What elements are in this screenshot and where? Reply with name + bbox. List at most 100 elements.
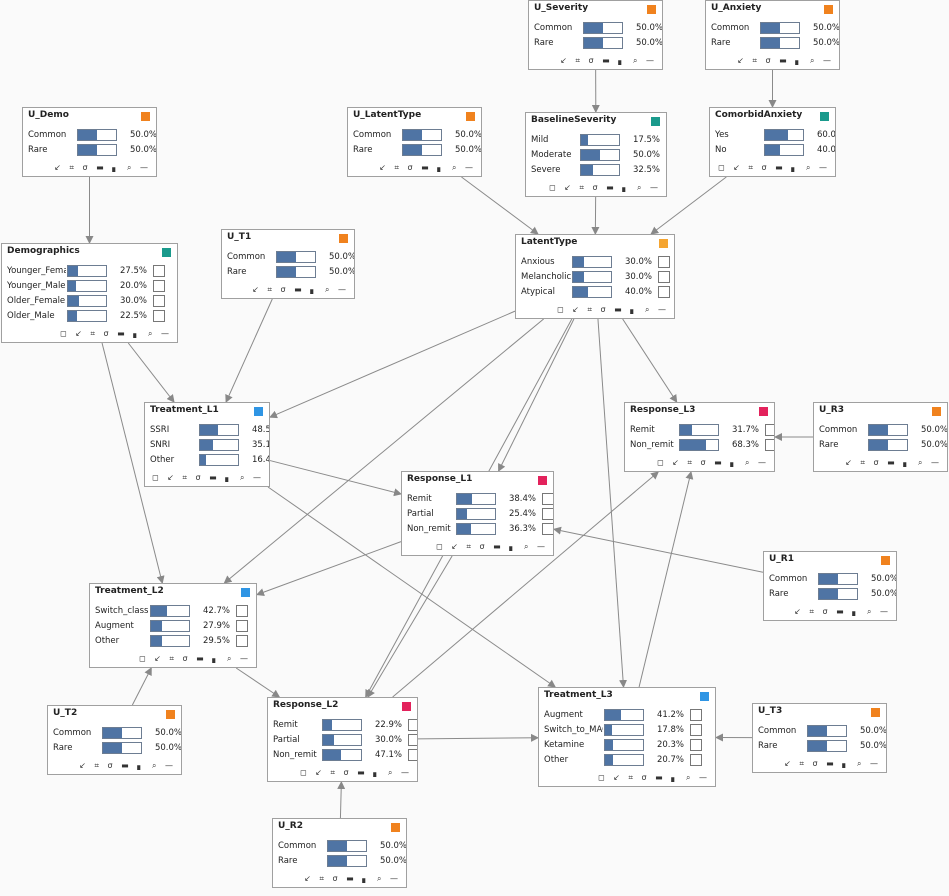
probability-bar-fill — [573, 287, 589, 297]
node-toolbar[interactable]: ◻ ↙ ⌗ σ ▬ ▖ ⌕ — — [557, 305, 669, 314]
node-toolbar[interactable]: ◻ ↙ ⌗ σ ▬ ▖ ⌕ — — [152, 473, 264, 482]
probability-bar — [604, 739, 644, 751]
node-toolbar[interactable]: ↙ ⌗ σ ▬ ▖ ⌕ — — [379, 163, 476, 172]
edge-u-r1-to-response-l1 — [553, 526, 764, 573]
node-toolbar[interactable]: ↙ ⌗ σ ▬ ▖ ⌕ — — [737, 56, 834, 65]
node-color-indicator — [651, 117, 660, 126]
node-toolbar[interactable]: ↙ ⌗ σ ▬ ▖ ⌕ — — [79, 761, 176, 770]
node-demographics[interactable]: DemographicsYounger_Female27.5%Younger_M… — [1, 243, 178, 343]
node-toolbar[interactable]: ◻ ↙ ⌗ σ ▬ ▖ ⌕ — — [718, 163, 830, 172]
state-percentage: 50.0% — [635, 38, 663, 48]
node-toolbar[interactable]: ↙ ⌗ σ ▬ ▖ ⌕ — — [794, 607, 891, 616]
evidence-checkbox[interactable] — [236, 620, 248, 632]
node-toolbar[interactable]: ↙ ⌗ σ ▬ ▖ ⌕ — — [560, 56, 657, 65]
state-percentage: 47.1% — [374, 750, 402, 760]
evidence-checkbox[interactable] — [690, 739, 702, 751]
state-label: Remit — [630, 425, 655, 435]
evidence-checkbox[interactable] — [690, 709, 702, 721]
node-toolbar[interactable]: ◻ ↙ ⌗ σ ▬ ▖ ⌕ — — [139, 654, 251, 663]
state-label: Partial — [407, 509, 434, 519]
probability-bar-fill — [68, 296, 80, 306]
node-toolbar[interactable]: ↙ ⌗ σ ▬ ▖ ⌕ — — [784, 759, 881, 768]
evidence-checkbox[interactable] — [666, 134, 667, 146]
evidence-checkbox[interactable] — [765, 424, 774, 436]
node-toolbar[interactable]: ◻ ↙ ⌗ σ ▬ ▖ ⌕ — — [549, 183, 661, 192]
state-percentage: 50.0% — [328, 252, 355, 262]
node-color-indicator — [339, 234, 348, 243]
evidence-checkbox[interactable] — [658, 286, 670, 298]
evidence-checkbox[interactable] — [153, 310, 165, 322]
node-title: LatentType — [521, 237, 578, 247]
evidence-checkbox[interactable] — [690, 754, 702, 766]
evidence-checkbox[interactable] — [542, 523, 553, 535]
probability-bar-fill — [200, 425, 219, 435]
evidence-checkbox[interactable] — [690, 724, 702, 736]
node-toolbar[interactable]: ↙ ⌗ σ ▬ ▖ ⌕ — — [54, 163, 151, 172]
probability-bar — [572, 286, 612, 298]
probability-bar-fill — [869, 440, 888, 450]
probability-bar-fill — [808, 726, 827, 736]
state-label: Common — [769, 574, 808, 584]
evidence-checkbox[interactable] — [542, 493, 553, 505]
evidence-checkbox[interactable] — [236, 605, 248, 617]
evidence-checkbox[interactable] — [408, 734, 417, 746]
node-toolbar[interactable]: ◻ ↙ ⌗ σ ▬ ▖ ⌕ — — [598, 773, 710, 782]
state-label: Partial — [273, 735, 300, 745]
state-row: Switch_class 42.7% — [90, 604, 256, 619]
node-toolbar[interactable]: ◻ ↙ ⌗ σ ▬ ▖ ⌕ — — [436, 542, 548, 551]
evidence-checkbox[interactable] — [408, 719, 417, 731]
state-label: Common — [278, 841, 317, 851]
node-toolbar[interactable]: ↙ ⌗ σ ▬ ▖ ⌕ — — [252, 285, 349, 294]
evidence-checkbox[interactable] — [153, 295, 165, 307]
evidence-checkbox[interactable] — [236, 635, 248, 647]
node-treatment-l3[interactable]: Treatment_L3Augment41.2%Switch_to_MAOI17… — [538, 687, 716, 787]
state-percentage: 50.0% — [859, 741, 887, 751]
node-color-indicator — [166, 710, 175, 719]
evidence-checkbox[interactable] — [666, 164, 667, 176]
evidence-checkbox[interactable] — [153, 265, 165, 277]
node-toolbar[interactable]: ↙ ⌗ σ ▬ ▖ ⌕ — — [304, 874, 401, 883]
node-toolbar[interactable]: ◻ ↙ ⌗ σ ▬ ▖ ⌕ — — [300, 768, 412, 777]
node-toolbar[interactable]: ◻ ↙ ⌗ σ ▬ ▖ ⌕ — — [60, 329, 172, 338]
state-label: Common — [758, 726, 797, 736]
node-toolbar[interactable]: ↙ ⌗ σ ▬ ▖ ⌕ — — [845, 458, 942, 467]
evidence-checkbox[interactable] — [666, 149, 667, 161]
state-label: Moderate — [531, 150, 572, 160]
node-toolbar[interactable]: ◻ ↙ ⌗ σ ▬ ▖ ⌕ — — [657, 458, 769, 467]
evidence-checkbox[interactable] — [658, 256, 670, 268]
probability-bar-fill — [761, 23, 780, 33]
evidence-checkbox[interactable] — [542, 508, 553, 520]
evidence-checkbox[interactable] — [765, 439, 774, 451]
node-title: U_LatentType — [353, 110, 422, 120]
probability-bar — [322, 749, 362, 761]
node-treatment-l1[interactable]: Treatment_L1SSRI48.5%SNRI35.1%Other16.4%… — [144, 402, 270, 487]
state-percentage: 42.7% — [202, 606, 230, 616]
evidence-checkbox[interactable] — [658, 271, 670, 283]
state-label: Common — [353, 130, 392, 140]
state-label: Switch_class — [95, 606, 149, 616]
evidence-checkbox[interactable] — [408, 749, 417, 761]
evidence-checkbox[interactable] — [153, 280, 165, 292]
